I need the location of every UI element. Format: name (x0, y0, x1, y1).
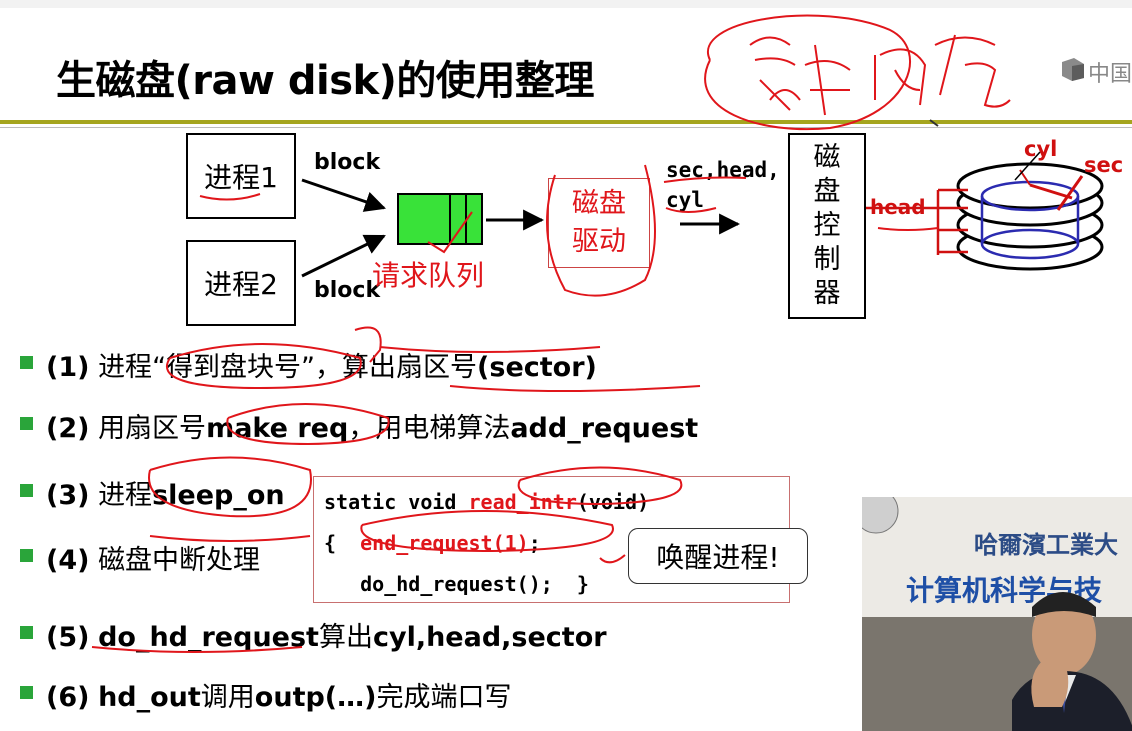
disk-platters-icon (958, 152, 1102, 269)
arrow-process1-to-queue (302, 180, 384, 208)
callout-text: 唤醒进程! (656, 536, 779, 576)
wakeup-callout: 唤醒进程! (628, 528, 808, 584)
disk-sec-label: sec (1084, 153, 1123, 177)
lecturer-hand (1024, 647, 1074, 717)
lecturer-video: 哈爾濱工業大 计算机科学与技 (862, 497, 1132, 731)
diagram-connectors (0, 0, 1132, 360)
video-banner-line1: 哈爾濱工業大 (974, 525, 1118, 560)
disk-head-label: head (870, 195, 926, 219)
disk-cyl-label: cyl (1024, 137, 1057, 161)
arrow-process2-to-queue (302, 236, 384, 276)
university-seal-icon (862, 497, 902, 537)
diagram-annotations (200, 165, 938, 296)
text-annotations (0, 320, 860, 731)
